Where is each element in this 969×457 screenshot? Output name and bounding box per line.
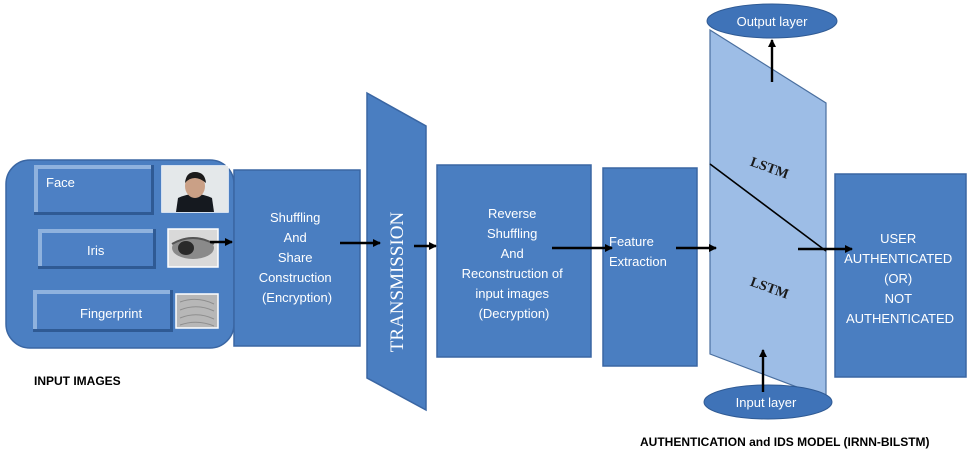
face-field: Face — [34, 165, 154, 215]
flow-arrows — [210, 39, 853, 392]
feature-extraction-text: Feature Extraction — [609, 234, 667, 269]
iris-field: Iris — [38, 229, 156, 269]
fingerprint-field: Fingerprint — [33, 290, 173, 332]
face-label: Face — [46, 175, 75, 190]
iris-thumbnail — [167, 228, 219, 268]
fingerprint-label: Fingerprint — [80, 306, 143, 321]
output-layer-ellipse — [706, 3, 838, 39]
transmission-block — [366, 91, 427, 412]
result-text: USER AUTHENTICATED (OR) NOT AUTHENTICATE… — [844, 231, 956, 326]
iris-label: Iris — [87, 243, 105, 258]
decryption-box — [436, 164, 592, 358]
face-thumbnail — [161, 165, 229, 213]
input-layer-ellipse — [703, 384, 833, 420]
model-caption: AUTHENTICATION and IDS MODEL (IRNN-BILST… — [640, 435, 930, 449]
result-box — [834, 173, 967, 378]
decryption-text: Reverse Shuffling And Reconstruction of … — [462, 206, 567, 321]
input-layer-label: Input layer — [736, 395, 797, 410]
output-layer-label: Output layer — [737, 14, 808, 29]
transmission-label: TRANSMISSION — [387, 212, 408, 353]
encryption-box — [233, 169, 361, 347]
lstm-model: LSTM LSTM — [709, 28, 827, 399]
input-images-caption: INPUT IMAGES — [34, 374, 121, 388]
feature-extraction-box — [602, 167, 698, 367]
encryption-text: Shuffling And Share Construction (Encryp… — [259, 210, 336, 305]
fingerprint-thumbnail — [175, 293, 219, 329]
